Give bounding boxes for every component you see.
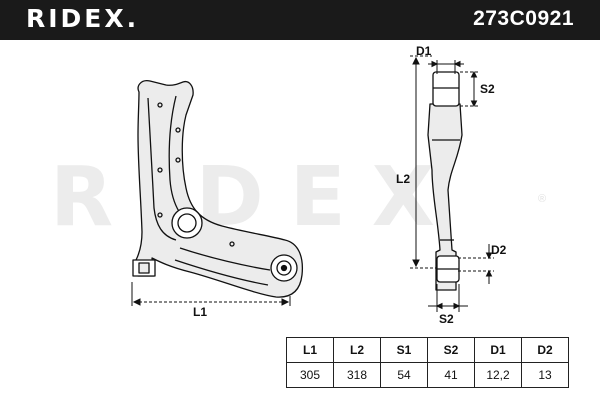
label-l2: L2 [396,172,411,186]
arm-inner-rib-1 [147,97,177,241]
brand-logo: RIDEX. [26,4,140,33]
ball-joint-inner [177,213,197,233]
spec-table-header-row: L1 L2 S1 S2 D1 D2 [286,337,569,363]
label-d1: D1 [416,44,432,58]
control-arm-side-view [427,71,463,291]
spec-value-d2: 13 [521,362,569,388]
side-top-bushing [432,71,460,107]
rear-bushing-bolt [280,264,288,272]
spec-header-l2: L2 [333,337,381,363]
dimension-l1 [131,282,291,306]
label-s2-top: S2 [480,82,495,96]
spec-header-s1: S1 [380,337,428,363]
spec-header-s2: S2 [427,337,475,363]
arm-rivet-3 [157,167,163,173]
spec-table-value-row: 305 318 54 41 12,2 13 [286,362,569,388]
spec-value-s1: 54 [380,362,428,388]
spec-value-l1: 305 [286,362,334,388]
arm-rivet-2 [175,127,181,133]
spec-header-d2: D2 [521,337,569,363]
control-arm-front-view [132,80,304,298]
spec-table: L1 L2 S1 S2 D1 D2 305 318 54 41 12,2 13 [286,337,569,388]
label-s2-bottom: S2 [439,312,454,326]
header-bar: RIDEX. 273C0921 [0,0,600,40]
spec-header-l1: L1 [286,337,334,363]
arm-rivet-4 [175,157,181,163]
spec-value-l2: 318 [333,362,381,388]
side-view-dimensions [410,55,494,312]
watermark-text: RIDEX [50,150,461,245]
arm-inner-rib-4 [174,259,269,286]
part-number: 273C0921 [473,7,574,30]
side-profile-outline [427,103,463,291]
watermark-registered-mark: ® [538,193,547,205]
arm-rivet-6 [229,241,235,247]
front-bushing-core [138,262,150,274]
arm-inner-rib-3 [179,247,271,271]
control-arm-outline [135,80,304,298]
rear-bushing-inner [276,260,292,276]
arm-rivet-5 [157,212,163,218]
spec-value-d1: 12,2 [474,362,522,388]
arm-rivet-1 [157,102,163,108]
ball-joint-socket [171,207,203,239]
spec-value-s2: 41 [427,362,475,388]
label-d2: D2 [491,243,507,257]
spec-header-d1: D1 [474,337,522,363]
label-l1: L1 [193,305,208,319]
